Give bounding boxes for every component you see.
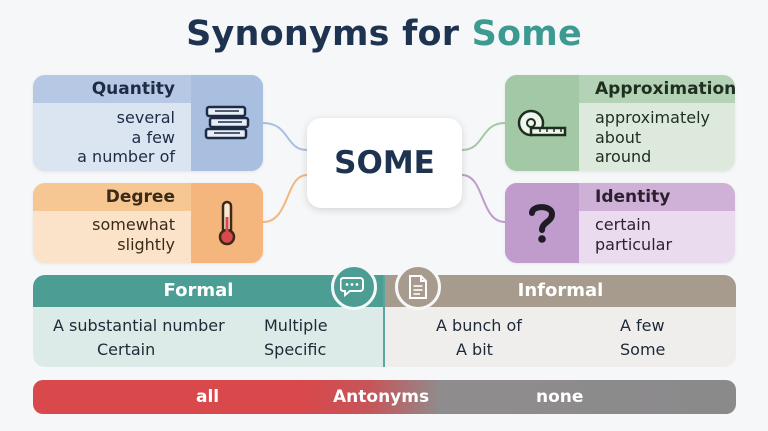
formal-header: Formal — [33, 275, 384, 307]
title-accent: Some — [471, 14, 582, 54]
informal-header: Informal — [385, 275, 736, 307]
connector-identity — [461, 174, 506, 223]
connector-quantity — [262, 122, 308, 151]
connector-approximation — [461, 122, 506, 151]
list-item: approximately — [595, 108, 710, 127]
title-prefix: Synonyms for — [186, 14, 460, 54]
antonym-right: none — [536, 387, 584, 407]
formal-item: Multiple — [264, 316, 328, 335]
identity-list: certain particular — [595, 215, 672, 254]
degree-card: Degree somewhat slightly — [33, 183, 263, 263]
connector-degree — [262, 174, 308, 223]
approximation-card: Approximation approximately about around — [505, 75, 735, 171]
list-item: about — [595, 127, 642, 147]
informal-item: A bunch of — [436, 316, 522, 335]
formal-item: Certain — [97, 340, 156, 359]
informal-item: Some — [620, 340, 666, 359]
list-item: somewhat — [92, 215, 175, 234]
register-panel: Formal A substantial number Multiple Cer… — [33, 275, 736, 367]
thermometer-icon — [218, 200, 236, 246]
quantity-list: several a few a number of — [77, 108, 175, 167]
page-title: Synonyms for Some — [0, 14, 768, 54]
list-item: a few — [131, 127, 175, 147]
question-mark-icon — [529, 204, 556, 243]
formal-item: A substantial number — [53, 316, 225, 335]
antonyms-bar: all Antonyms none — [33, 380, 736, 414]
informal-badge — [395, 264, 441, 310]
list-item: slightly — [117, 234, 175, 254]
informal-item: A bit — [456, 340, 493, 359]
speech-bubbles-icon — [340, 277, 364, 298]
document-icon — [409, 275, 427, 299]
books-icon — [204, 105, 250, 140]
list-item: certain — [595, 215, 651, 234]
formal-item: Specific — [264, 340, 327, 359]
degree-list: somewhat slightly — [92, 215, 175, 254]
informal-section: Informal A bunch of A few A bit Some — [385, 275, 736, 367]
formal-badge — [331, 264, 377, 310]
section-divider — [383, 275, 385, 367]
list-item: around — [595, 147, 652, 166]
approximation-list: approximately about around — [595, 108, 710, 167]
antonyms-label: Antonyms — [333, 387, 430, 407]
list-item: a number of — [77, 147, 175, 166]
informal-item: A few — [620, 316, 665, 335]
antonym-left: all — [196, 387, 220, 407]
identity-card: Identity certain particular — [505, 183, 735, 263]
formal-section: Formal A substantial number Multiple Cer… — [33, 275, 384, 367]
quantity-card: Quantity several a few a number of — [33, 75, 263, 171]
list-item: several — [116, 108, 175, 127]
center-node: SOME — [307, 118, 462, 208]
list-item: particular — [595, 234, 673, 254]
tape-measure-icon — [517, 109, 567, 137]
